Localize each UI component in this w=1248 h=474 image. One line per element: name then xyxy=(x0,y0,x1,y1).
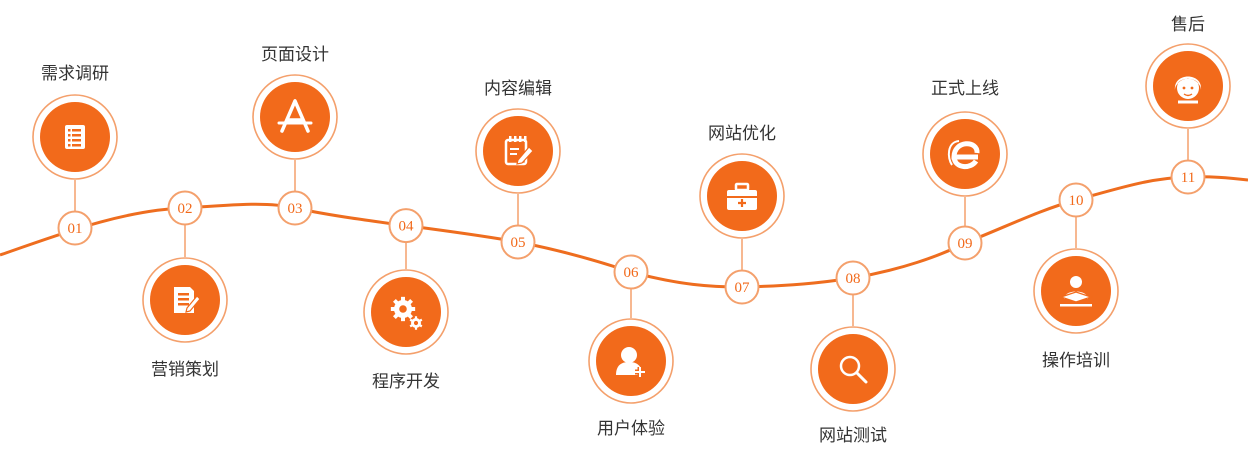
step-label: 页面设计 xyxy=(261,45,329,64)
step-label: 营销策划 xyxy=(151,360,219,379)
search-icon xyxy=(839,355,868,384)
step-number: 10 xyxy=(1069,193,1084,209)
document-edit-icon xyxy=(174,287,201,313)
step-number: 06 xyxy=(624,265,640,281)
step-label: 内容编辑 xyxy=(484,79,552,98)
step-number-marker: 06 xyxy=(613,254,649,290)
step-icon-disc xyxy=(1041,256,1111,326)
step-icon-badge xyxy=(1145,43,1231,129)
step-icon-disc xyxy=(260,82,330,152)
step-icon-badge xyxy=(922,111,1008,197)
toolbox-icon xyxy=(727,182,757,210)
document-list-icon xyxy=(65,125,85,149)
step-label: 用户体验 xyxy=(597,419,665,438)
step-number-ring xyxy=(388,208,424,244)
step-number-ring xyxy=(1058,182,1094,218)
step-icon-disc xyxy=(818,334,888,404)
step-icon-badge xyxy=(32,94,118,180)
step-icon-badge xyxy=(810,326,896,412)
step-icon-badge xyxy=(699,153,785,239)
step-number-marker: 05 xyxy=(500,224,536,260)
step-label: 操作培训 xyxy=(1042,351,1110,370)
step-number: 02 xyxy=(178,201,193,217)
step-label: 需求调研 xyxy=(41,64,109,83)
step-label: 正式上线 xyxy=(931,79,999,98)
step-label: 程序开发 xyxy=(372,372,440,391)
step-icon-badge xyxy=(363,269,449,355)
gears-icon xyxy=(390,296,423,330)
step-number: 03 xyxy=(288,201,303,217)
notepad-edit-icon xyxy=(504,136,534,166)
step-number-ring xyxy=(1170,159,1206,195)
step-number-ring xyxy=(724,269,760,305)
step-number-marker: 03 xyxy=(277,190,313,226)
support-agent-icon xyxy=(1174,76,1202,104)
user-add-icon xyxy=(616,347,645,377)
step-number: 07 xyxy=(735,280,751,296)
teacher-icon xyxy=(1058,276,1094,307)
step-04: 04 程序开发 xyxy=(363,208,449,391)
step-number-marker: 08 xyxy=(835,260,871,296)
step-02: 02 营销策划 xyxy=(142,190,228,379)
step-label: 网站优化 xyxy=(708,124,776,143)
step-number: 04 xyxy=(399,219,415,235)
step-03: 03 页面设计 xyxy=(252,45,338,226)
step-number-ring xyxy=(57,210,93,246)
step-11: 11 售后 xyxy=(1145,15,1231,195)
step-number-marker: 09 xyxy=(947,225,983,261)
step-05: 05 内容编辑 xyxy=(475,79,561,260)
step-icon-badge xyxy=(588,318,674,404)
step-09: 09 正式上线 xyxy=(922,79,1008,261)
step-number: 05 xyxy=(511,235,526,251)
step-07: 07 网站优化 xyxy=(699,124,785,305)
step-number: 11 xyxy=(1181,170,1195,186)
step-number-ring xyxy=(835,260,871,296)
step-icon-disc xyxy=(930,119,1000,189)
step-number-marker: 02 xyxy=(167,190,203,226)
step-number: 08 xyxy=(846,271,861,287)
step-icon-badge xyxy=(475,108,561,194)
step-icon-badge xyxy=(142,257,228,343)
step-number: 09 xyxy=(958,236,973,252)
step-10: 10 操作培训 xyxy=(1033,182,1119,370)
step-number-marker: 11 xyxy=(1170,159,1206,195)
step-number-marker: 10 xyxy=(1058,182,1094,218)
step-number-ring xyxy=(947,225,983,261)
step-number-marker: 01 xyxy=(57,210,93,246)
step-01: 01 需求调研 xyxy=(32,64,118,246)
step-06: 06 用户体验 xyxy=(588,254,674,438)
step-number-marker: 07 xyxy=(724,269,760,305)
step-number-ring xyxy=(167,190,203,226)
design-app-icon xyxy=(277,99,313,133)
step-icon-badge xyxy=(252,74,338,160)
step-number: 01 xyxy=(68,221,83,237)
step-icon-disc xyxy=(483,116,553,186)
step-number-ring xyxy=(500,224,536,260)
step-label: 售后 xyxy=(1171,15,1205,34)
step-08: 08 网站测试 xyxy=(810,260,896,445)
step-number-ring xyxy=(277,190,313,226)
step-label: 网站测试 xyxy=(819,426,887,445)
step-number-marker: 04 xyxy=(388,208,424,244)
step-icon-badge xyxy=(1033,248,1119,334)
browser-e-icon xyxy=(947,140,980,169)
step-number-ring xyxy=(613,254,649,290)
